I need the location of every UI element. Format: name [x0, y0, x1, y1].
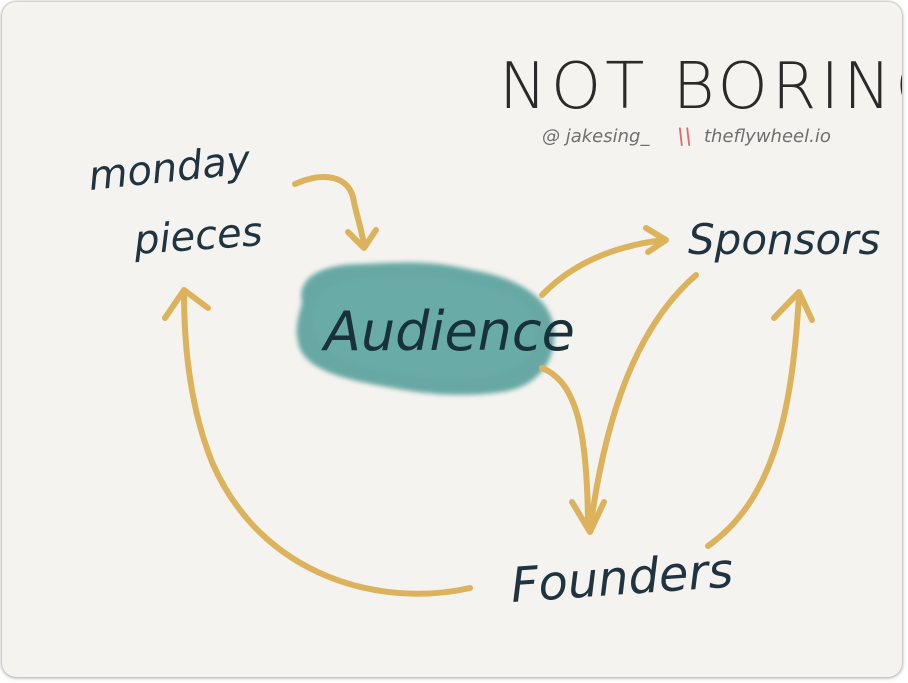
- node-monday-pieces-line2: pieces: [131, 209, 263, 264]
- arrow-founders-to-pieces: [162, 287, 473, 597]
- arrow-audience-to-founders: [539, 365, 591, 525]
- credit-separator: \\: [677, 125, 692, 150]
- credit-site: theflywheel.io: [704, 126, 831, 147]
- flywheel-diagram: NOT BORING @ jakesing_ \\ theflywheel.io: [86, 50, 902, 614]
- audience-blob: [296, 262, 555, 395]
- node-audience: Audience: [321, 300, 575, 363]
- node-sponsors: Sponsors: [688, 215, 880, 264]
- title: NOT BORING: [499, 50, 902, 124]
- arrow-pieces-to-audience: [292, 174, 379, 251]
- arrow-sponsors-to-founders: [569, 272, 699, 535]
- node-founders: Founders: [509, 543, 735, 614]
- node-monday-pieces-line1: monday: [86, 137, 254, 200]
- diagram-canvas: NOT BORING @ jakesing_ \\ theflywheel.io: [2, 2, 902, 677]
- arrow-founders-to-sponsors: [705, 289, 815, 549]
- arrow-audience-to-sponsors: [539, 225, 669, 298]
- credit-handle: @ jakesing_: [542, 126, 650, 147]
